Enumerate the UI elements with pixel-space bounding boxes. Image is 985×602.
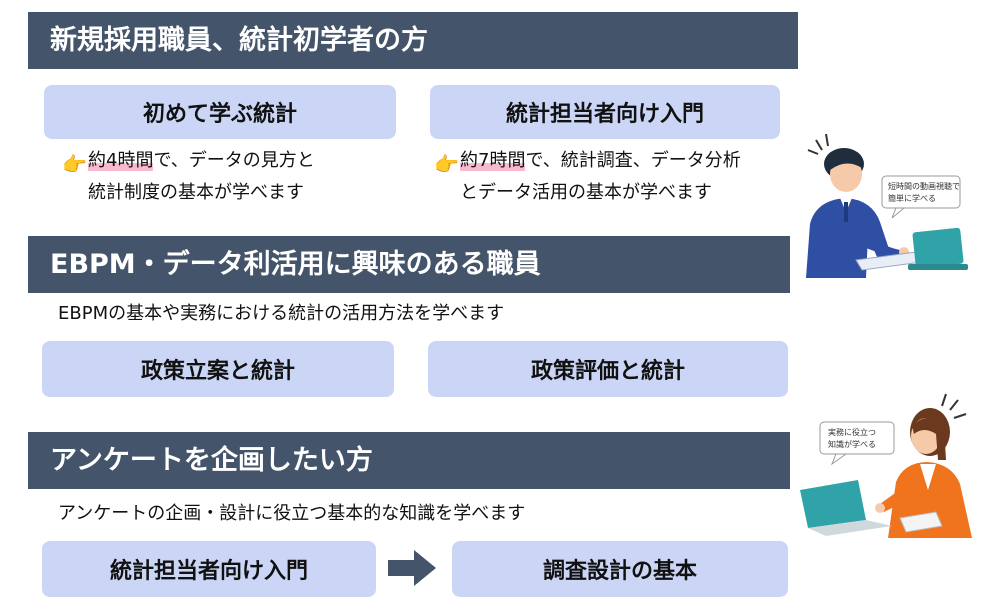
- pointing-hand-icon: 👉: [434, 152, 459, 176]
- course-button-statistics-officer-intro-2[interactable]: 統計担当者向け入門: [42, 541, 376, 597]
- bubble-text-line2: 簡単に学べる: [888, 193, 936, 203]
- man-studying-illustration: 短時間の動画視聴で 簡単に学べる: [806, 133, 968, 278]
- course-button-intro-statistics[interactable]: 初めて学ぶ統計: [44, 85, 396, 139]
- course-button-policy-evaluation[interactable]: 政策評価と統計: [428, 341, 788, 397]
- bubble-text-line1: 短時間の動画視聴で: [888, 181, 960, 191]
- section3-description: アンケートの企画・設計に役立つ基本的な知識を学べます: [58, 503, 526, 524]
- course-a-description: 約4時間で、データの見方と 統計制度の基本が学べます: [88, 145, 315, 209]
- pointing-hand-icon: 👉: [62, 152, 87, 176]
- right-arrow-icon: [388, 550, 436, 586]
- course-button-policy-planning[interactable]: 政策立案と統計: [42, 341, 394, 397]
- description-text: で、統計調査、データ分析: [525, 150, 741, 171]
- section-heading-beginners: 新規採用職員、統計初学者の方: [28, 12, 798, 69]
- bubble-text-line1: 実務に役立つ: [828, 427, 876, 437]
- section2-description: EBPMの基本や実務における統計の活用方法を学べます: [58, 303, 505, 324]
- section-heading-survey: アンケートを企画したい方: [28, 432, 790, 489]
- bubble-text-line2: 知識が学べる: [828, 439, 876, 449]
- woman-studying-illustration: 実務に役立つ 知識が学べる: [800, 393, 972, 538]
- description-text-line2: 統計制度の基本が学べます: [88, 182, 304, 203]
- section-heading-ebpm: EBPM・データ利活用に興味のある職員: [28, 236, 790, 293]
- description-text: で、データの見方と: [153, 150, 315, 171]
- course-b-description: 約7時間で、統計調査、データ分析 とデータ活用の基本が学べます: [460, 145, 741, 209]
- course-button-survey-design[interactable]: 調査設計の基本: [452, 541, 788, 597]
- duration-highlight: 約4時間: [88, 150, 154, 171]
- duration-highlight: 約7時間: [460, 150, 526, 171]
- course-button-statistics-officer-intro[interactable]: 統計担当者向け入門: [430, 85, 780, 139]
- description-text-line2: とデータ活用の基本が学べます: [460, 182, 712, 203]
